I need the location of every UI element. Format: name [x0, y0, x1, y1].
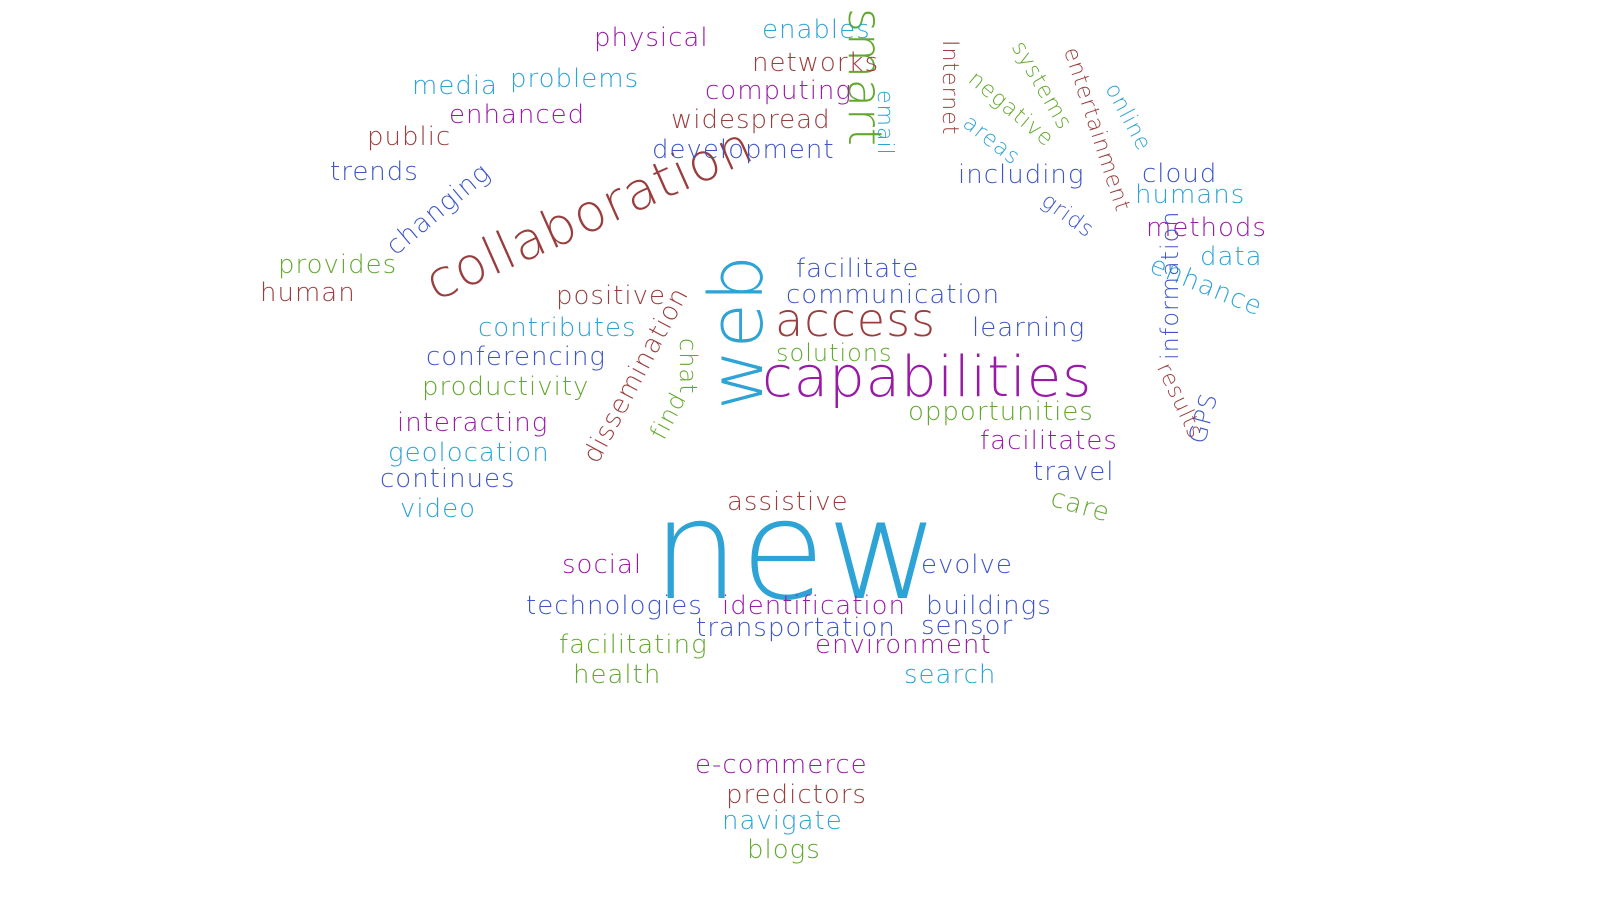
word-computing: computing [705, 76, 853, 106]
word-new: new [652, 470, 941, 631]
word-blogs: blogs [747, 835, 821, 865]
word-technologies: technologies [526, 591, 703, 621]
word-geolocation: geolocation [388, 438, 550, 468]
word-physical: physical [594, 23, 709, 53]
word-care: care [1047, 483, 1114, 529]
word-video: video [400, 494, 477, 524]
word-find: find [644, 387, 693, 445]
word-access: access [775, 293, 937, 347]
word-problems: problems [510, 64, 640, 94]
word-facilitate: facilitate [796, 254, 920, 284]
word-travel: travel [1033, 457, 1115, 487]
word-cloud: cloud [1142, 159, 1218, 189]
word-identification: identification [722, 591, 907, 621]
word-environment: environment [815, 630, 992, 660]
word-data: data [1200, 242, 1263, 272]
word-communication: communication [786, 280, 1001, 310]
word-trends: trends [330, 157, 419, 187]
word-methods: methods [1146, 213, 1267, 243]
word-enables: enables [762, 15, 871, 45]
word-interacting: interacting [397, 408, 549, 438]
word-including: including [958, 160, 1085, 190]
word-internet: Internet [937, 40, 962, 136]
word-networks: networks [752, 48, 880, 78]
word-chat: chat [674, 338, 702, 395]
word-public: public [367, 122, 452, 152]
word-navigate: navigate [722, 806, 843, 836]
word-facilitating: facilitating [559, 630, 708, 660]
word-search: search [904, 660, 997, 690]
word-evolve: evolve [921, 550, 1013, 580]
word-learning: learning [972, 313, 1086, 343]
word-media: media [412, 71, 498, 101]
word-capabilities: capabilities [762, 345, 1093, 410]
word-positive: positive [556, 281, 666, 311]
word-e-commerce: e-commerce [695, 750, 868, 780]
word-opportunities: opportunities [908, 397, 1094, 427]
word-continues: continues [380, 464, 516, 494]
word-transportation: transportation [696, 613, 896, 643]
word-information: information [1156, 210, 1184, 360]
word-assistive: assistive [727, 487, 849, 517]
word-facilitates: facilitates [980, 426, 1118, 456]
word-social: social [562, 550, 643, 580]
word-widespread: widespread [671, 105, 831, 135]
word-buildings: buildings [926, 591, 1052, 621]
word-web: web [694, 253, 780, 410]
word-predictors: predictors [726, 780, 867, 810]
word-email: email [872, 90, 897, 156]
word-development: development [652, 135, 835, 165]
word-health: health [573, 660, 662, 690]
word-contributes: contributes [478, 313, 637, 343]
word-productivity: productivity [422, 372, 590, 402]
word-human: human [260, 278, 356, 308]
word-sensor: sensor [921, 611, 1014, 641]
word-conferencing: conferencing [426, 342, 607, 372]
word-enhanced: enhanced [449, 100, 586, 130]
word-provides: provides [278, 250, 398, 280]
word-grids: grids [1036, 188, 1099, 244]
word-humans: humans [1135, 180, 1246, 210]
word-solutions: solutions [776, 339, 893, 367]
